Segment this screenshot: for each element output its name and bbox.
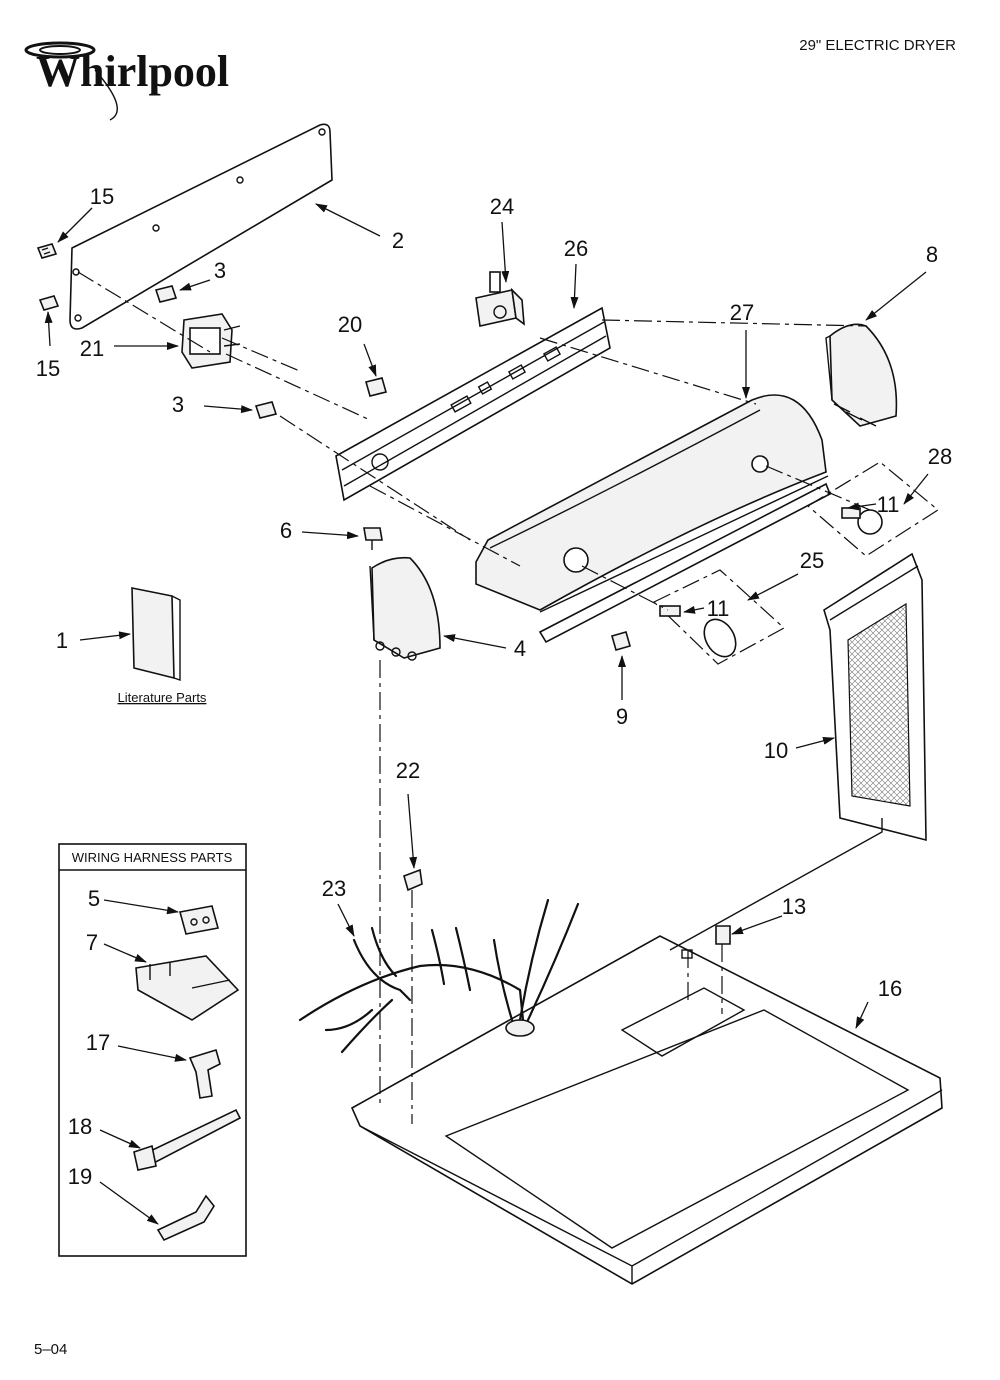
callout-18: 18: [68, 1114, 92, 1139]
connector-5: [178, 905, 220, 935]
callout-11: 11: [877, 492, 900, 517]
callout-19: 19: [68, 1164, 92, 1189]
lint-screen-10: [823, 552, 927, 842]
top-panel-16: [350, 935, 943, 1285]
end-cap-8: [825, 323, 898, 427]
terminal-block-7: [135, 955, 240, 1021]
callout-3: 3: [172, 392, 184, 417]
wiring-harness-23: [298, 898, 580, 1054]
callout-15: 15: [36, 356, 60, 381]
clip-22: [403, 868, 423, 892]
callout-28: 28: [928, 444, 952, 469]
callout-10: 10: [764, 738, 788, 763]
wiring-harness-box: WIRING HARNESS PARTS: [58, 843, 247, 1257]
callout-8: 8: [926, 242, 938, 267]
page-title: 29" ELECTRIC DRYER: [799, 37, 956, 54]
callout-7: 7: [86, 930, 98, 955]
screw-3-lower: [254, 401, 278, 419]
callout-11: 11: [707, 596, 730, 621]
screw-15-upper: [36, 243, 58, 259]
callout-9: 9: [616, 704, 628, 729]
leader-arrows: [44, 203, 929, 1225]
screw-3-upper: [154, 285, 178, 303]
callout-23: 23: [322, 876, 346, 901]
callout-27: 27: [730, 300, 754, 325]
callout-21: 21: [80, 336, 104, 361]
callout-16: 16: [878, 976, 902, 1001]
page-code: 5–04: [34, 1341, 67, 1358]
screw-20: [365, 377, 387, 397]
brand-logo: Whirlpool: [24, 41, 229, 121]
callout-24: 24: [490, 194, 514, 219]
callout-15: 15: [90, 184, 114, 209]
callout-20: 20: [338, 312, 362, 337]
callout-6: 6: [280, 518, 292, 543]
callout-2: 2: [392, 228, 404, 253]
callout-25: 25: [800, 548, 824, 573]
screw-13: [715, 925, 731, 945]
callout-17: 17: [86, 1030, 110, 1055]
control-bracket-26: [335, 306, 611, 502]
cable-tie-18: [133, 1108, 242, 1171]
callout-numbers: 15 15 2 3 21 3 20 24 26 27 8 28 11 6 4 1…: [36, 184, 952, 1189]
screw-6: [363, 527, 383, 550]
literature-parts-label: Literature Parts: [118, 690, 207, 705]
console-27: [475, 394, 832, 644]
callout-5: 5: [88, 886, 100, 911]
clip-17: [188, 1048, 221, 1099]
terminal-19: [156, 1194, 215, 1242]
literature-booklet: [131, 587, 181, 681]
end-cap-4: [369, 556, 441, 661]
wiring-box-title: WIRING HARNESS PARTS: [72, 850, 233, 865]
console-back-panel: [69, 123, 333, 330]
callout-26: 26: [564, 236, 588, 261]
screw-15-lower: [38, 295, 60, 311]
switch-24: [475, 271, 525, 327]
alignment-lines: [77, 271, 883, 1124]
timer-21: [181, 313, 241, 369]
callout-4: 4: [514, 636, 526, 661]
brand-name: Whirlpool: [36, 47, 229, 96]
callout-3: 3: [214, 258, 226, 283]
callout-22: 22: [396, 758, 420, 783]
callout-13: 13: [782, 894, 806, 919]
callout-1: 1: [56, 628, 68, 653]
screw-9: [611, 631, 631, 651]
knob-group-25: [652, 569, 786, 665]
